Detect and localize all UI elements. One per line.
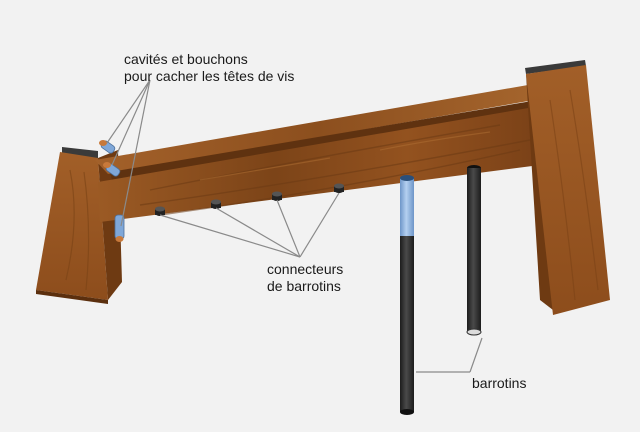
- label-connectors-line-1: connecteurs: [267, 261, 344, 277]
- leader-lines: [106, 79, 483, 373]
- rail-grain-2: [199, 131, 491, 181]
- plug-1: [99, 140, 116, 154]
- right-leg-face: [526, 65, 610, 315]
- leader-connector-1: [159, 214, 301, 258]
- connector-4: [334, 183, 344, 193]
- leader-bar-2: [469, 337, 483, 373]
- label-bars-line-1: barrotins: [472, 375, 527, 391]
- left-leg-face: [36, 152, 108, 300]
- leader-cavities-2: [111, 79, 151, 166]
- left-leg-bottom: [36, 290, 108, 304]
- rail-top-face: [95, 85, 540, 174]
- label-bar-connectors: connecteurs de barrotins: [267, 261, 343, 295]
- bars: [400, 165, 482, 415]
- connector-1: [155, 206, 165, 216]
- left-leg-grain: [65, 169, 90, 291]
- connector-2: [211, 199, 221, 209]
- label-bars: barrotins: [472, 375, 526, 392]
- leader-connector-3: [276, 199, 301, 258]
- bar-1: [400, 175, 414, 415]
- plug-2: [103, 162, 121, 177]
- rail-groove: [110, 100, 540, 180]
- rail-front-face: [98, 106, 540, 222]
- right-leg-grain: [549, 89, 599, 301]
- right-leg-top: [525, 60, 586, 74]
- leader-cavities-3: [120, 79, 151, 227]
- leader-cavities-1: [106, 79, 151, 144]
- connector-3: [272, 191, 282, 201]
- main-rail: [95, 85, 540, 222]
- label-cavities-and-plugs: cavités et bouchons pour cacher les tête…: [124, 51, 294, 85]
- label-connectors-line-2: de barrotins: [267, 278, 341, 294]
- label-cavities-line-1: cavités et bouchons: [124, 51, 248, 67]
- leader-connector-4: [299, 192, 340, 258]
- bar-connectors: [155, 183, 344, 216]
- bar-2: [466, 165, 482, 336]
- leader-connector-2: [215, 207, 301, 258]
- right-leg: [525, 60, 610, 315]
- label-cavities-line-2: pour cacher les têtes de vis: [124, 68, 295, 84]
